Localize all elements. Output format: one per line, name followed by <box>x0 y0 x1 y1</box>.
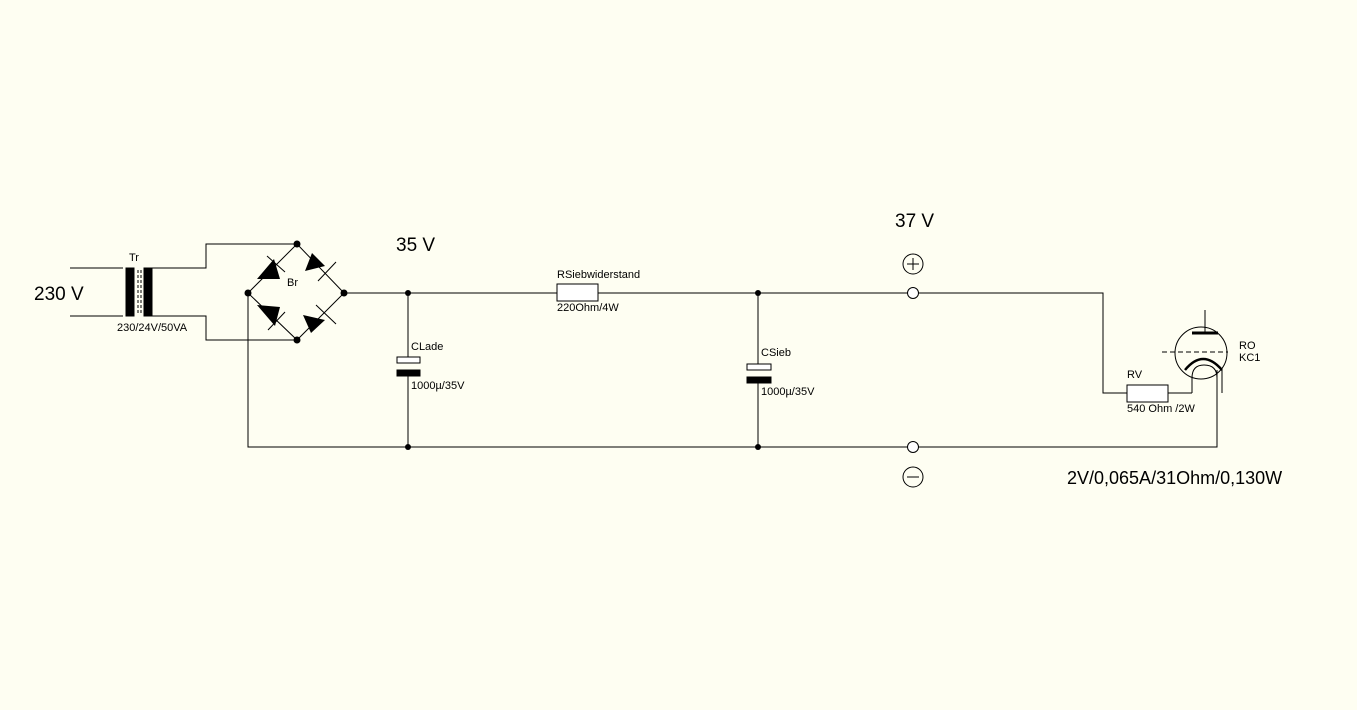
clade-value: 1000µ/35V <box>411 380 465 392</box>
csieb-capacitor <box>746 290 772 450</box>
tube-name: RO <box>1239 340 1256 352</box>
output-terminals <box>902 253 924 488</box>
transformer-name: Tr <box>129 252 139 264</box>
clade-name: CLade <box>411 341 444 353</box>
rv-resistor <box>1126 384 1169 403</box>
rsieb-name: RSiebwiderstand <box>557 269 641 281</box>
lade-voltage-label: 35 V <box>396 235 436 256</box>
tube-kc1 <box>1162 310 1228 447</box>
rsieb-resistor <box>556 283 599 302</box>
input-voltage-label: 230 V <box>34 284 84 305</box>
output-voltage-label: 37 V <box>895 211 935 232</box>
tube-type: KC1 <box>1239 352 1261 364</box>
input-wires <box>70 267 123 317</box>
rv-value: 540 Ohm /2W <box>1127 403 1195 415</box>
ground-rail <box>247 293 1218 448</box>
transformer-value: 230/24V/50VA <box>117 322 188 334</box>
clade-capacitor <box>396 290 421 450</box>
csieb-value: 1000µ/35V <box>761 386 815 398</box>
rsieb-value: 220Ohm/4W <box>557 302 619 314</box>
positive-rail <box>344 292 1127 394</box>
bridge-name: Br <box>287 277 298 289</box>
bridge-rectifier <box>244 240 348 344</box>
heater-spec: 2V/0,065A/31Ohm/0,130W <box>1067 468 1283 488</box>
transformer-symbol <box>125 243 297 341</box>
csieb-name: CSieb <box>761 347 791 359</box>
rv-name: RV <box>1127 369 1143 381</box>
